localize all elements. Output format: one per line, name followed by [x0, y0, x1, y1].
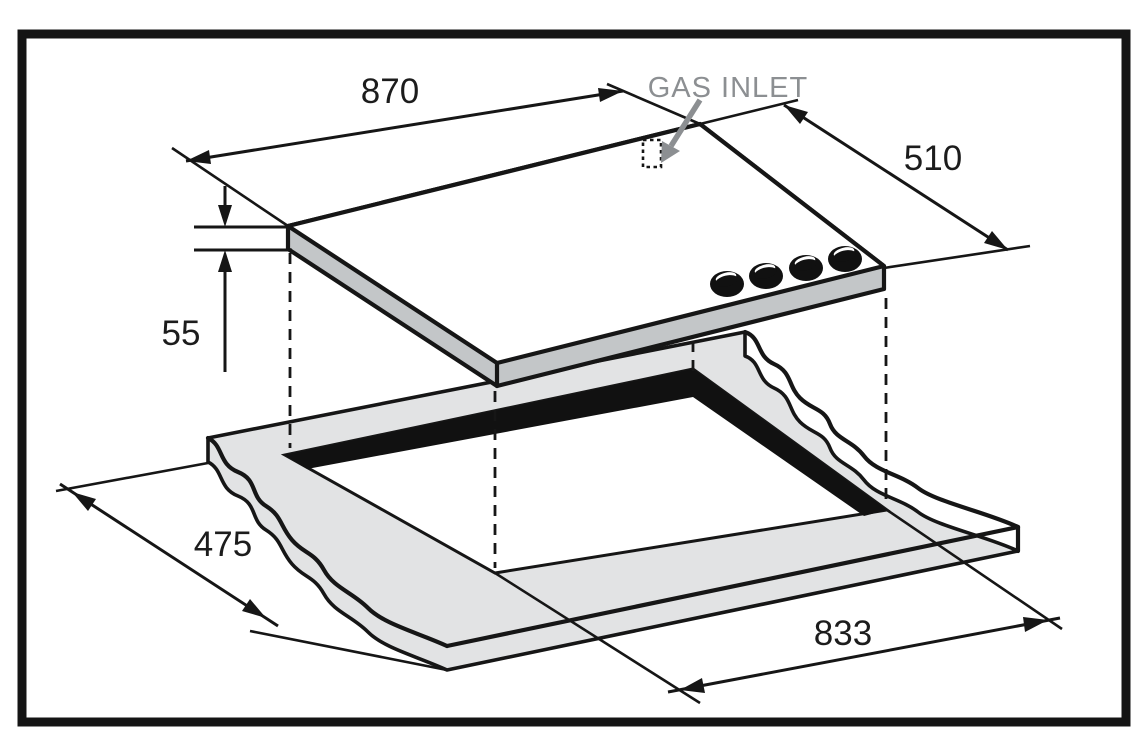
gas-inlet-port	[641, 138, 663, 169]
dimension-label-475: 475	[194, 525, 252, 564]
dimension-line	[185, 89, 624, 163]
gas-inlet-callout: GAS INLET	[648, 72, 809, 163]
extension-line	[886, 508, 1063, 631]
knob-icon	[828, 246, 862, 272]
gas-inlet-arrowhead	[661, 141, 680, 163]
gas-inlet-arrow-shaft	[668, 98, 703, 148]
dimension-line	[783, 103, 1009, 252]
knob-icon	[789, 255, 823, 281]
extension-line	[55, 461, 209, 493]
knob-icon	[749, 263, 783, 289]
cutout-opening	[280, 367, 891, 575]
worktop	[205, 329, 1021, 672]
cutout-back-wall	[285, 369, 693, 469]
arrowhead	[984, 231, 1008, 250]
dimension-hob-height: 55	[162, 186, 292, 372]
control-knobs	[710, 246, 862, 297]
worktop-broken-edge-left	[205, 435, 450, 649]
arrowhead	[218, 250, 232, 272]
dimension-cutout-width: 833	[494, 508, 1063, 705]
worktop-front-edge	[444, 524, 1021, 649]
extension-line	[699, 98, 799, 126]
diagram-frame	[17, 29, 1131, 727]
arrowhead	[186, 150, 211, 164]
dimension-line	[59, 482, 279, 628]
cutout-right-wall	[693, 369, 887, 516]
worktop-broken-edge-right	[742, 329, 1021, 530]
dimension-line	[667, 616, 1061, 694]
dimension-label-510: 510	[904, 139, 962, 178]
dimension-label-833: 833	[814, 614, 872, 653]
arrowhead	[72, 492, 96, 511]
arrowhead	[242, 599, 266, 618]
hob-top-surface	[285, 121, 887, 366]
gas-inlet-label: GAS INLET	[648, 72, 809, 104]
knob-icon	[710, 271, 744, 297]
extension-line	[494, 571, 701, 705]
dimension-label-55: 55	[162, 314, 201, 353]
arrowhead	[598, 88, 623, 102]
arrowhead	[784, 105, 808, 124]
extension-line	[249, 629, 448, 672]
dimension-hob-width: 870	[171, 72, 701, 228]
arrowhead	[1023, 617, 1048, 632]
dimension-cutout-depth: 475	[55, 461, 448, 672]
arrowhead	[218, 205, 232, 227]
dimension-hob-depth: 510	[699, 98, 1031, 270]
alignment-lines	[288, 253, 888, 568]
hob	[285, 121, 887, 389]
dimension-label-870: 870	[361, 72, 419, 111]
arrowhead	[680, 678, 705, 693]
